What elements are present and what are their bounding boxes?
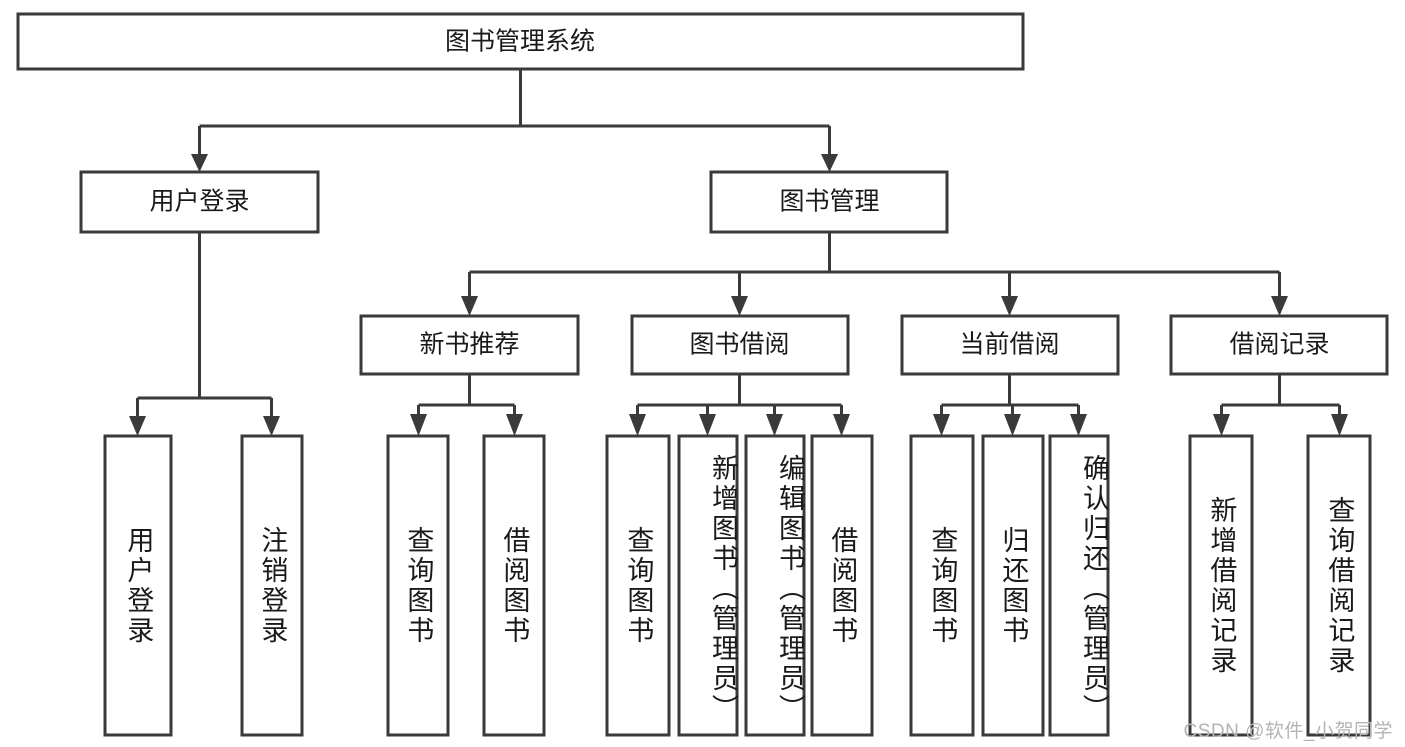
borrow-record-box[interactable] [1169,314,1389,376]
arrow-to-leaf-query-record [1331,414,1348,436]
leaf-query-record-box[interactable] [1306,434,1372,737]
new-book-recommend-label: 新书推荐 [419,331,519,359]
connector-borrow-record-children [1213,374,1348,436]
leaf-borrow-book-1-box[interactable] [482,434,546,737]
arrow-to-borrow-record [1271,296,1288,316]
connector-book-manage-to-level3 [461,232,1288,316]
borrow-record-label: 借阅记录 [1229,331,1329,359]
arrow-to-leaf-add-book [699,414,716,436]
root-box[interactable] [16,12,1025,71]
current-borrow-label: 当前借阅 [959,331,1059,359]
arrow-to-leaf-borrow-book-1 [506,414,523,436]
csdn-watermark: CSDN @软件_小贺同学 [1183,721,1393,742]
book-manage-box[interactable] [709,170,949,234]
node-borrow-record[interactable]: 借阅记录 [1169,314,1389,376]
node-root[interactable]: 图书管理系统 [16,12,1025,71]
node-user-login[interactable]: 用户登录 [79,170,320,234]
leaf-box-layer [103,434,1372,737]
connector-root-to-level2 [191,69,838,172]
arrow-to-new-book-recommend [461,296,478,316]
arrow-to-leaf-return-book [1004,414,1021,436]
arrow-to-current-borrow [1001,296,1018,316]
book-borrow-box[interactable] [630,314,850,376]
arrow-to-leaf-confirm-return [1070,414,1087,436]
leaf-confirm-return-box[interactable] [1048,434,1110,737]
arrow-to-leaf-user-logout [263,416,280,436]
node-book-manage[interactable]: 图书管理 [709,170,949,234]
leaf-user-login-box[interactable] [103,434,173,737]
user-login-box[interactable] [79,170,320,234]
arrow-to-user-login [191,154,208,172]
root-label: 图书管理系统 [445,28,595,56]
book-manage-label: 图书管理 [779,188,879,216]
leaf-query-book-3-box[interactable] [909,434,975,737]
arrow-to-leaf-edit-book [766,414,783,436]
connector-book-borrow-children [629,374,850,436]
user-login-label: 用户登录 [149,188,249,216]
connector-user-login-children [129,232,280,436]
connector-layer [129,69,1348,436]
leaf-borrow-book-2-box[interactable] [810,434,874,737]
arrow-to-leaf-user-login [129,416,146,436]
arrow-to-leaf-add-record [1213,414,1230,436]
leaf-query-book-2-box[interactable] [605,434,671,737]
leaf-user-logout-box[interactable] [240,434,304,737]
new-book-recommend-box[interactable] [359,314,580,376]
current-borrow-box[interactable] [900,314,1120,376]
connector-current-borrow-children [933,374,1087,436]
connector-new-book-recommend-children [410,374,523,436]
leaf-query-book-1-box[interactable] [386,434,450,737]
arrow-to-leaf-borrow-book-2 [833,414,850,436]
arrow-to-leaf-query-book-2 [629,414,646,436]
book-borrow-label: 图书借阅 [689,331,789,359]
leaf-return-book-box[interactable] [981,434,1045,737]
arrow-to-leaf-query-book-3 [933,414,950,436]
arrow-to-book-borrow [731,296,748,316]
leaf-edit-book-box[interactable] [744,434,806,737]
arrow-to-leaf-query-book-1 [410,414,427,436]
arrow-to-book-manage [821,154,838,172]
leaf-add-book-box[interactable] [677,434,739,737]
node-book-borrow[interactable]: 图书借阅 [630,314,850,376]
leaf-add-record-box[interactable] [1188,434,1254,737]
node-new-book-recommend[interactable]: 新书推荐 [359,314,580,376]
node-current-borrow[interactable]: 当前借阅 [900,314,1120,376]
